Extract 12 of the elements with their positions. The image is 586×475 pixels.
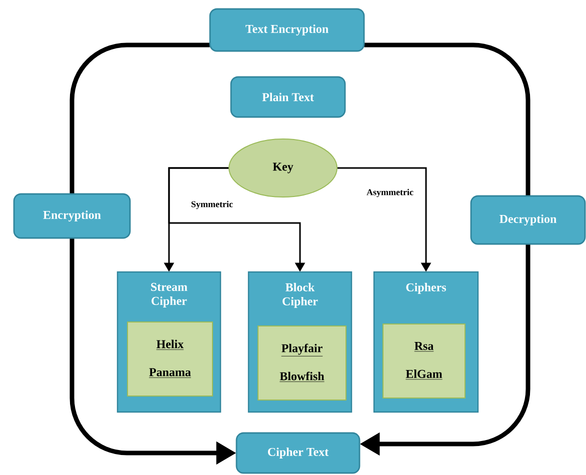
edge-label: Symmetric	[190, 200, 234, 210]
example-box: Helix Panama	[127, 322, 213, 396]
edge-label: Asymmetric	[366, 188, 414, 198]
loop-line	[364, 42, 530, 196]
example-box: Playfair Blowfish	[258, 326, 346, 400]
rounded-box: Text Encryption	[209, 8, 365, 52]
rounded-box: Cipher Text	[236, 432, 360, 474]
rounded-box: Plain Text	[230, 76, 346, 118]
rounded-box: Encryption	[13, 193, 131, 239]
loop-line	[70, 42, 210, 194]
rounded-box: Decryption	[470, 195, 586, 245]
example-box: Rsa ElGam	[382, 324, 466, 398]
